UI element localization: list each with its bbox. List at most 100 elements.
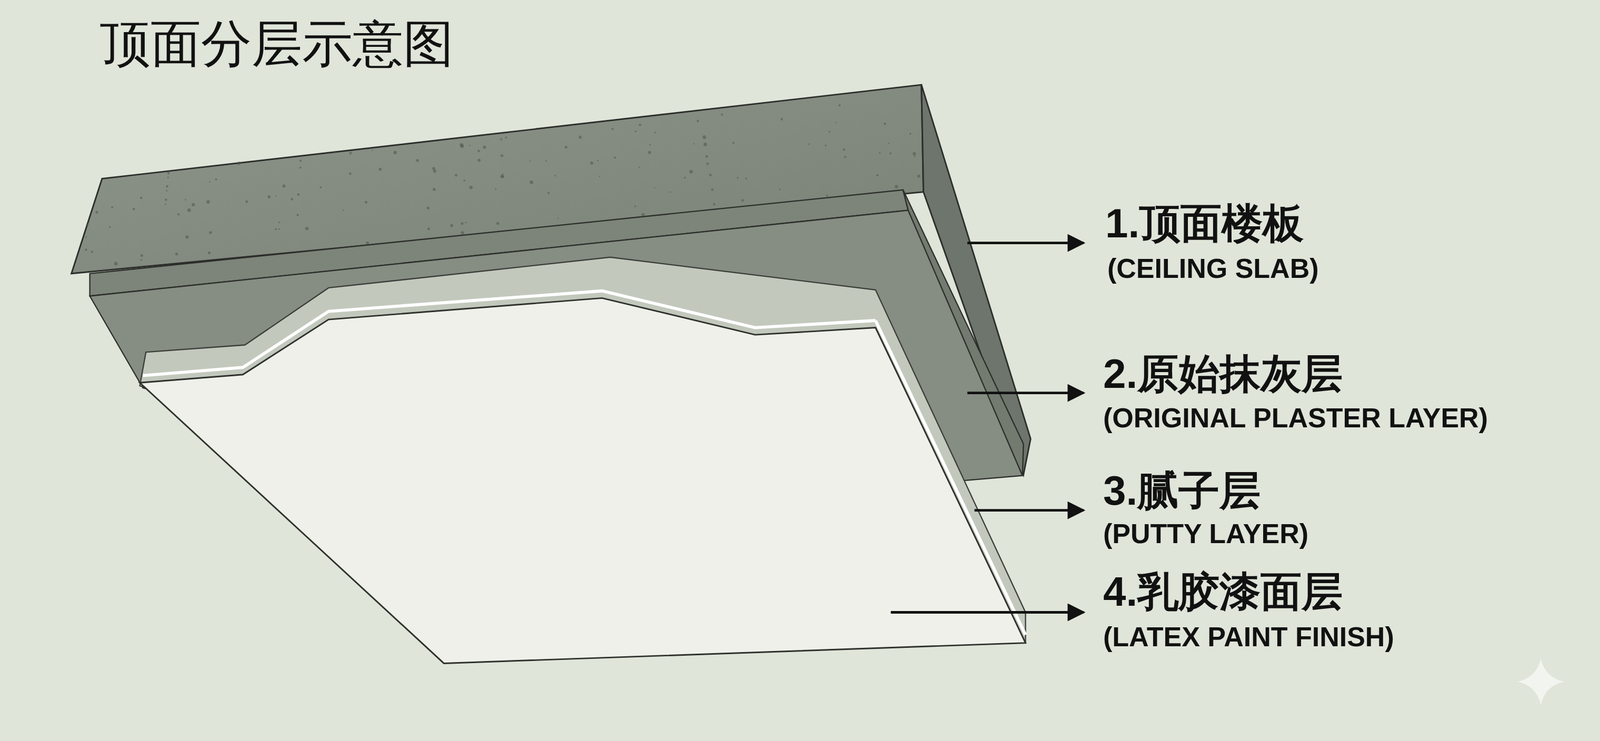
concrete-speck — [649, 143, 652, 146]
concrete-speck — [721, 113, 724, 116]
concrete-speck — [208, 231, 213, 235]
concrete-speck — [208, 181, 210, 183]
concrete-speck — [187, 208, 192, 213]
concrete-speck — [502, 173, 504, 176]
concrete-speck — [894, 185, 898, 189]
concrete-speck — [433, 169, 437, 173]
diagram-title: 顶面分层示意图 — [100, 15, 454, 72]
concrete-speck — [611, 127, 614, 130]
concrete-speck — [547, 191, 550, 194]
concrete-speck — [86, 223, 89, 226]
concrete-speck — [745, 177, 748, 180]
leader-arrow — [967, 241, 1084, 245]
concrete-speck — [393, 151, 397, 155]
layer-label: 1.顶面楼板 — [1105, 201, 1304, 247]
concrete-speck — [469, 185, 473, 189]
concrete-speck — [689, 170, 694, 174]
concrete-speck — [364, 201, 368, 204]
concrete-speck — [278, 228, 280, 230]
concrete-speck — [348, 151, 352, 155]
concrete-speck — [132, 207, 135, 210]
concrete-speck — [590, 161, 594, 165]
concrete-speck — [598, 175, 601, 178]
concrete-speck — [505, 136, 508, 139]
concrete-speck — [461, 231, 465, 235]
layer-label: 3.腻子层 — [1103, 468, 1261, 514]
concrete-speck — [267, 195, 271, 199]
concrete-speck — [702, 135, 707, 139]
concrete-speck — [824, 144, 827, 147]
concrete-texture — [84, 104, 920, 266]
concrete-speck — [175, 252, 178, 256]
concrete-speck — [706, 162, 709, 166]
concrete-speck — [207, 251, 211, 255]
concrete-speck — [167, 171, 170, 175]
concrete-speck — [91, 250, 94, 253]
concrete-speck — [371, 149, 374, 152]
concrete-speck — [237, 161, 241, 165]
concrete-speck — [378, 167, 383, 172]
concrete-speck — [274, 228, 277, 231]
concrete-speck — [842, 148, 845, 151]
concrete-speck — [140, 196, 143, 200]
paint-edge-highlight — [142, 291, 876, 376]
concrete-speck — [468, 144, 471, 147]
concrete-speck — [807, 143, 810, 145]
concrete-speck — [828, 131, 830, 133]
concrete-speck — [297, 193, 300, 196]
concrete-speck — [500, 154, 504, 157]
concrete-speck — [85, 236, 87, 238]
concrete-speck — [887, 142, 889, 144]
concrete-speck — [282, 184, 286, 188]
concrete-speck — [826, 194, 829, 197]
concrete-speck — [597, 160, 599, 162]
layer-label: 2.原始抹灰层 — [1103, 351, 1343, 397]
concrete-speck — [494, 188, 497, 190]
concrete-speck — [278, 221, 280, 224]
layer-label-english: (ORIGINAL PLASTER LAYER) — [1103, 403, 1488, 434]
concrete-speck — [912, 152, 916, 156]
leader-arrow — [967, 391, 1084, 395]
concrete-speck — [333, 151, 336, 154]
concrete-speck — [500, 138, 503, 141]
concrete-speck — [342, 209, 345, 212]
concrete-speck — [299, 166, 302, 169]
concrete-speck — [914, 155, 916, 157]
concrete-speck — [184, 198, 187, 201]
concrete-speck — [638, 123, 642, 127]
concrete-speck — [84, 248, 87, 251]
concrete-speck — [111, 206, 114, 209]
concrete-speck — [114, 262, 118, 266]
concrete-speck — [427, 227, 430, 231]
layer-label-english: (LATEX PAINT FINISH) — [1103, 622, 1395, 653]
concrete-speck — [365, 241, 369, 245]
concrete-speck — [844, 155, 847, 158]
concrete-speck — [140, 258, 143, 261]
concrete-speck — [917, 174, 921, 178]
concrete-speck — [426, 206, 430, 210]
concrete-speck — [711, 188, 714, 192]
concrete-speck — [164, 198, 167, 201]
concrete-speck — [191, 203, 195, 207]
concrete-speck — [647, 151, 652, 155]
concrete-speck — [460, 143, 464, 147]
concrete-speck — [416, 158, 419, 162]
concrete-speck — [732, 141, 735, 144]
concrete-speck — [167, 176, 169, 179]
concrete-speck — [95, 211, 98, 214]
concrete-speck — [909, 133, 912, 135]
concrete-speck — [215, 178, 218, 181]
concrete-speck — [641, 213, 645, 217]
concrete-speck — [501, 175, 505, 178]
concrete-speck — [654, 131, 656, 134]
concrete-speck — [275, 195, 277, 197]
concrete-speck — [780, 118, 783, 121]
concrete-speck — [477, 158, 481, 163]
concrete-speck — [206, 200, 210, 204]
concrete-speck — [736, 176, 739, 179]
concrete-speck — [696, 120, 699, 123]
concrete-speck — [185, 235, 189, 239]
concrete-speck — [299, 160, 302, 163]
concrete-speck — [693, 143, 695, 145]
